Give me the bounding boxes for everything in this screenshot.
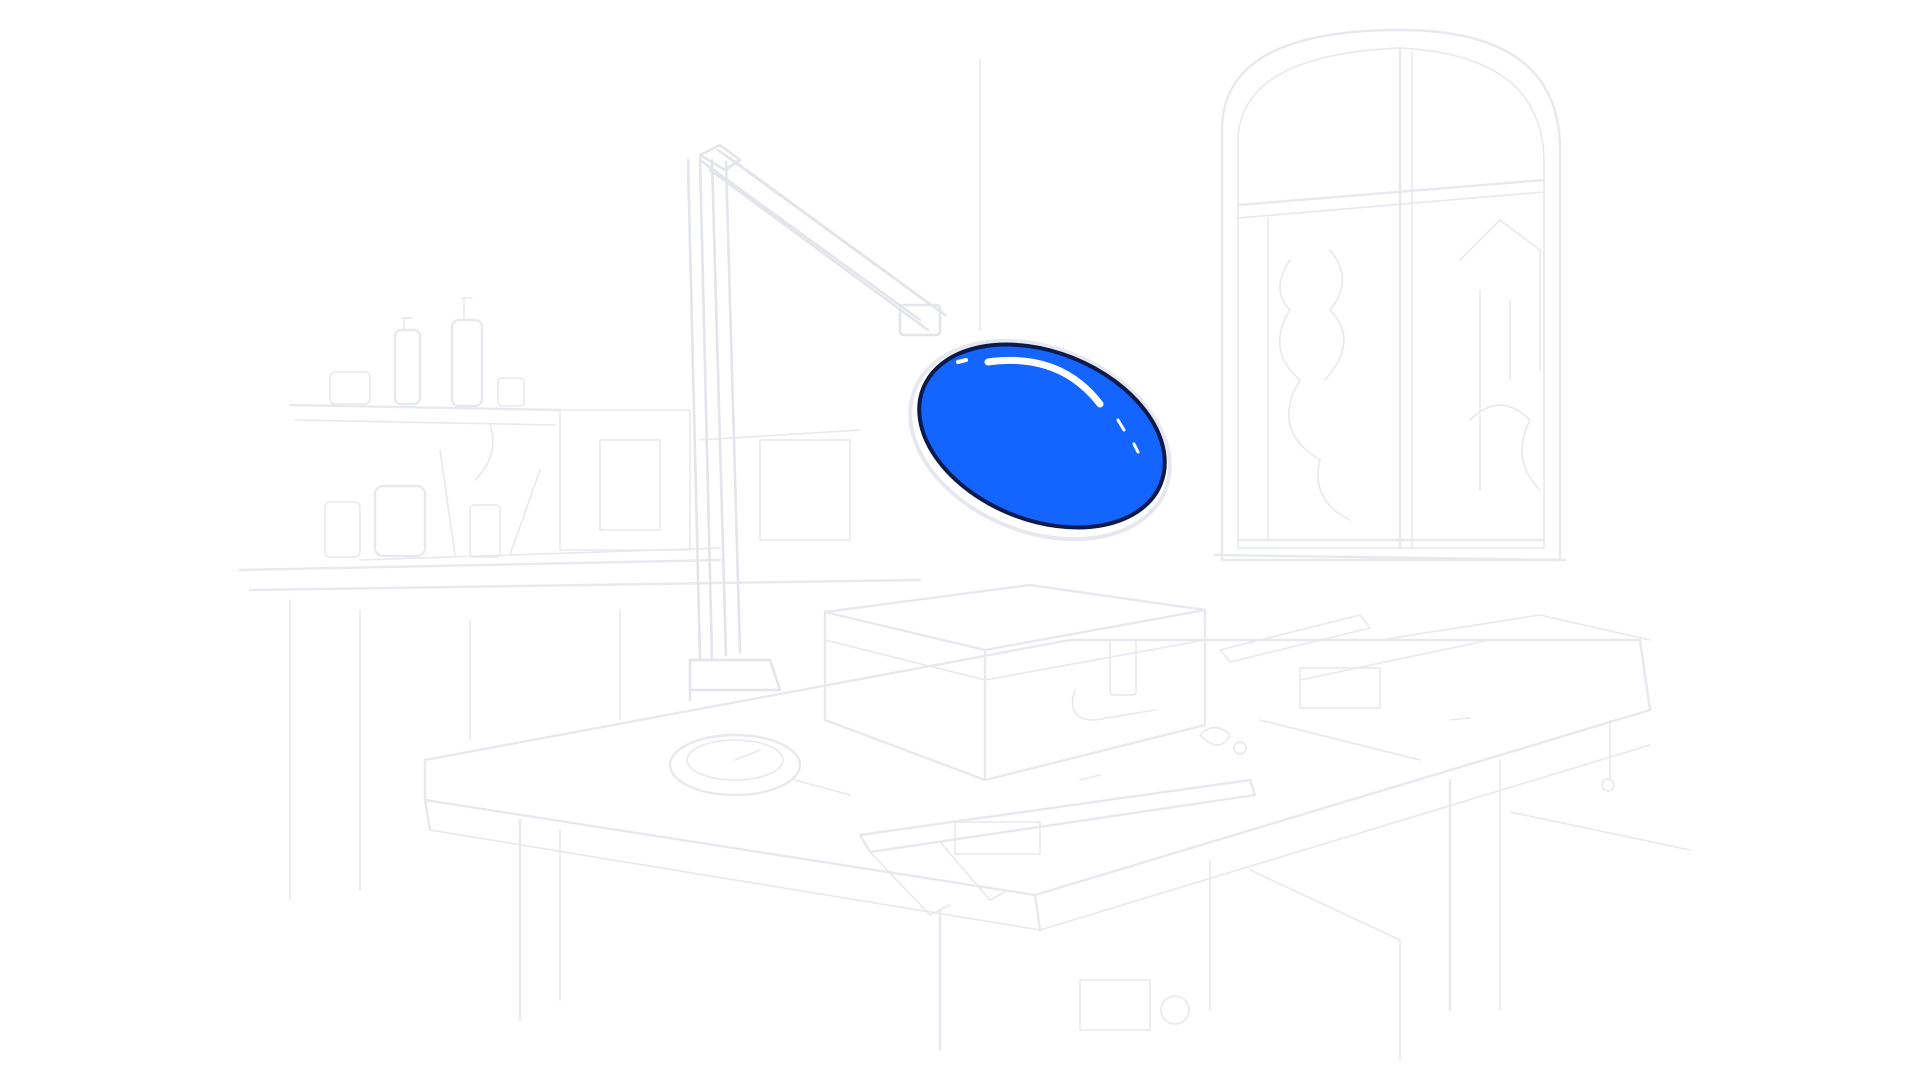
dial-gauge-icon <box>668 733 851 797</box>
bench-tools <box>1079 614 1651 781</box>
workbench-icon <box>423 638 1691 1061</box>
window-icon <box>1213 28 1567 562</box>
back-cabinets <box>248 59 981 901</box>
caliper-icon <box>858 778 1257 916</box>
lamp-arm <box>686 143 947 702</box>
shelf-icon <box>238 297 722 572</box>
magnifying-lamp-icon <box>908 338 1172 542</box>
toolbox-icon <box>823 583 1207 782</box>
